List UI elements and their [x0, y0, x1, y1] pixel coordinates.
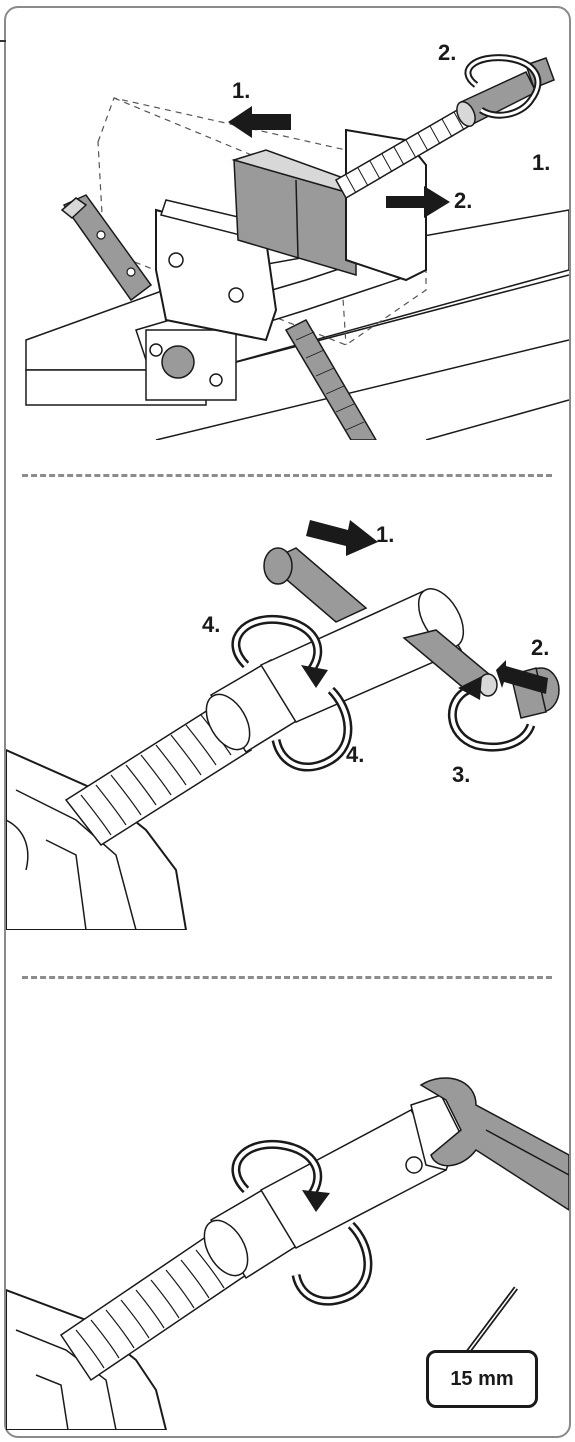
corner-tick	[0, 40, 6, 42]
section-divider	[22, 976, 552, 979]
wrench-size-callout: 15 mm	[426, 1350, 538, 1408]
move-left-arrow	[228, 106, 291, 138]
section-divider	[22, 474, 552, 477]
step-label: 1.	[376, 522, 394, 547]
step-label: 2.	[531, 635, 549, 660]
tighten-nut-illustration	[6, 1077, 569, 1430]
step-label: 4.	[202, 612, 220, 637]
spindle-assembly-illustration: 1. 2. 4. 4. 3.	[6, 520, 560, 930]
push-arrow	[496, 660, 548, 694]
panel-tighten-nut	[6, 990, 569, 1430]
step-label: 3.	[452, 762, 470, 787]
move-right-arrow	[386, 186, 450, 218]
vise-overview-illustration: 1. 2. 1. 2.	[25, 40, 569, 440]
wrench	[419, 1077, 569, 1211]
step-label: 2.	[438, 40, 456, 65]
insert-arrow	[306, 520, 378, 556]
step-label: 2.	[454, 188, 472, 213]
panel-vise-overview: 1. 2. 1. 2.	[6, 10, 569, 440]
panel-spindle-assembly: 1. 2. 4. 4. 3.	[6, 490, 569, 930]
step-label: 1.	[232, 78, 250, 103]
step-label: 1.	[532, 150, 550, 175]
step-label: 4.	[346, 742, 364, 767]
